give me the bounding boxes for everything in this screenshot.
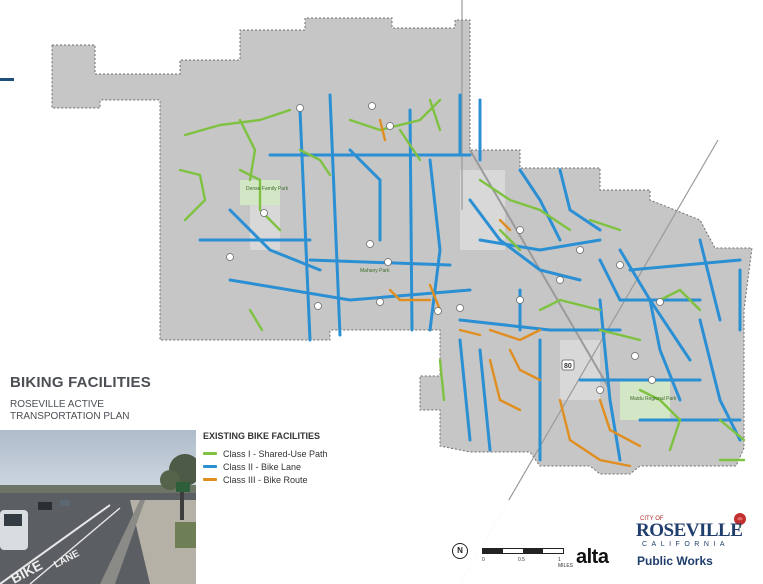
interstate-shield: 80	[561, 359, 575, 371]
class-ii-bike-lanes	[198, 93, 742, 462]
highway-label: 80	[564, 363, 572, 370]
city-state: CALIFORNIA	[642, 541, 730, 548]
school-markers	[226, 102, 664, 394]
scale-label-1: 1 MILES	[558, 557, 574, 569]
park-label-dense-family: Dense Family Park	[246, 186, 289, 192]
legend-heading: EXISTING BIKE FACILITIES	[203, 431, 321, 441]
city-of-label: CITY OF	[640, 516, 664, 522]
rose-icon	[734, 513, 746, 528]
title-block: BIKING FACILITIES ROSEVILLE ACTIVE TRANS…	[10, 374, 151, 423]
logo-panel	[446, 500, 763, 584]
legend-item-class-ii: Class II - Bike Lane	[203, 460, 328, 473]
class-i-shared-use-paths	[178, 98, 746, 462]
map-subtitle-line2: TRANSPORTATION PLAN	[10, 411, 130, 422]
park-label-mahany: Mahany Park	[360, 268, 390, 274]
accent-tab	[0, 78, 14, 81]
scale-label-half: 0.5	[518, 557, 525, 563]
legend-swatch-orange	[203, 478, 217, 481]
legend-swatch-blue	[203, 465, 217, 468]
legend: EXISTING BIKE FACILITIES Class I - Share…	[203, 431, 328, 486]
legend-item-class-iii: Class III - Bike Route	[203, 473, 328, 486]
legend-label: Class III - Bike Route	[223, 474, 308, 485]
scale-segment	[523, 549, 543, 553]
department-name: Public Works	[637, 554, 713, 568]
legend-label: Class I - Shared-Use Path	[223, 448, 328, 459]
legend-label: Class II - Bike Lane	[223, 461, 302, 472]
scale-segment	[483, 549, 503, 553]
city-name: ROSEVILLE	[636, 520, 743, 541]
scale-bar	[482, 548, 564, 554]
park-label-maidu: Maidu Regional Park	[630, 396, 677, 402]
map-subtitle-line1: ROSEVILLE ACTIVE	[10, 399, 104, 410]
map-title: BIKING FACILITIES	[10, 374, 151, 391]
class-iii-bike-routes	[378, 118, 642, 468]
legend-swatch-green	[203, 452, 217, 455]
north-arrow-icon: N	[452, 543, 468, 559]
legend-item-class-i: Class I - Shared-Use Path	[203, 447, 328, 460]
scale-label-0: 0	[482, 557, 485, 563]
street-photo: LANE BIKE	[0, 430, 196, 584]
alta-logo: alta	[576, 546, 609, 568]
